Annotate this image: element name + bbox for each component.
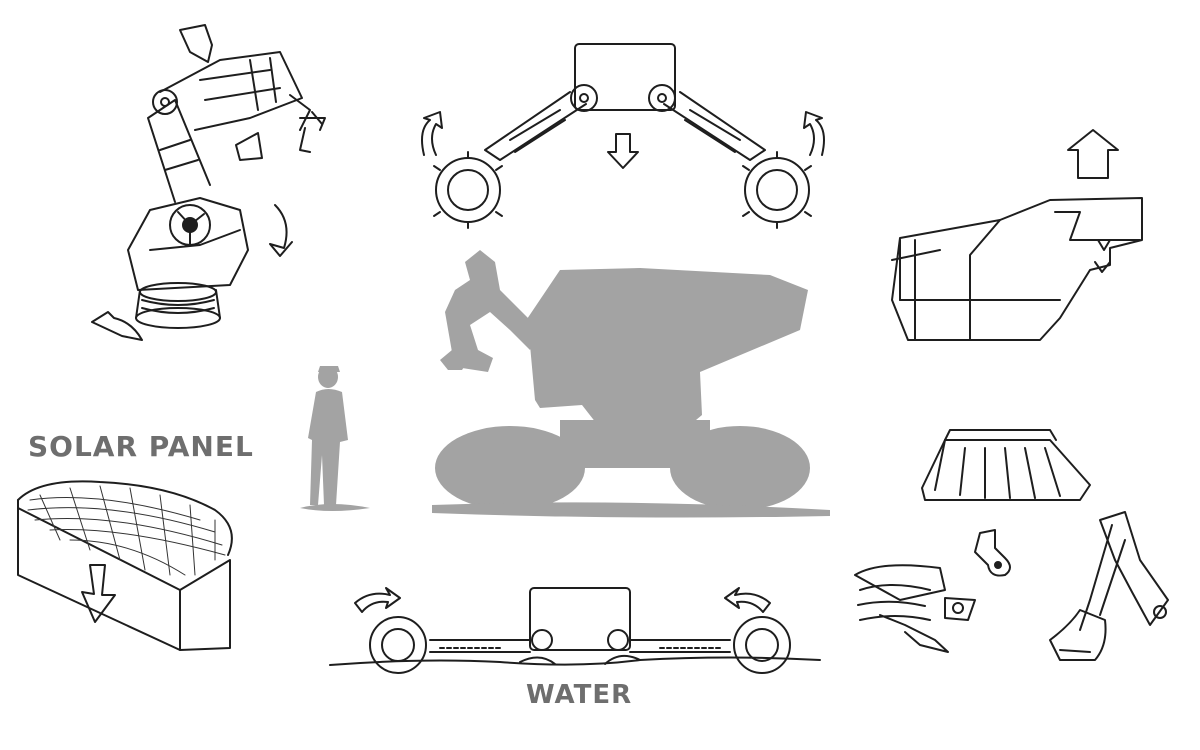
solar-panel-module-sketch (17, 480, 233, 651)
water-mode-sketch (329, 587, 821, 674)
solar-panel-label: SOLAR PANEL (28, 430, 254, 463)
robotic-arm-sketch (91, 24, 326, 341)
raised-legs-sketch (421, 43, 825, 229)
human-silhouette (300, 366, 370, 511)
water-label: WATER (526, 680, 633, 710)
vehicle-silhouette (432, 250, 830, 518)
claw-bucket-sketch (921, 429, 1091, 577)
cabin-module-sketch (891, 129, 1143, 341)
backhoe-arm-sketch (1049, 511, 1169, 661)
plow-attachment-sketch (854, 564, 976, 653)
